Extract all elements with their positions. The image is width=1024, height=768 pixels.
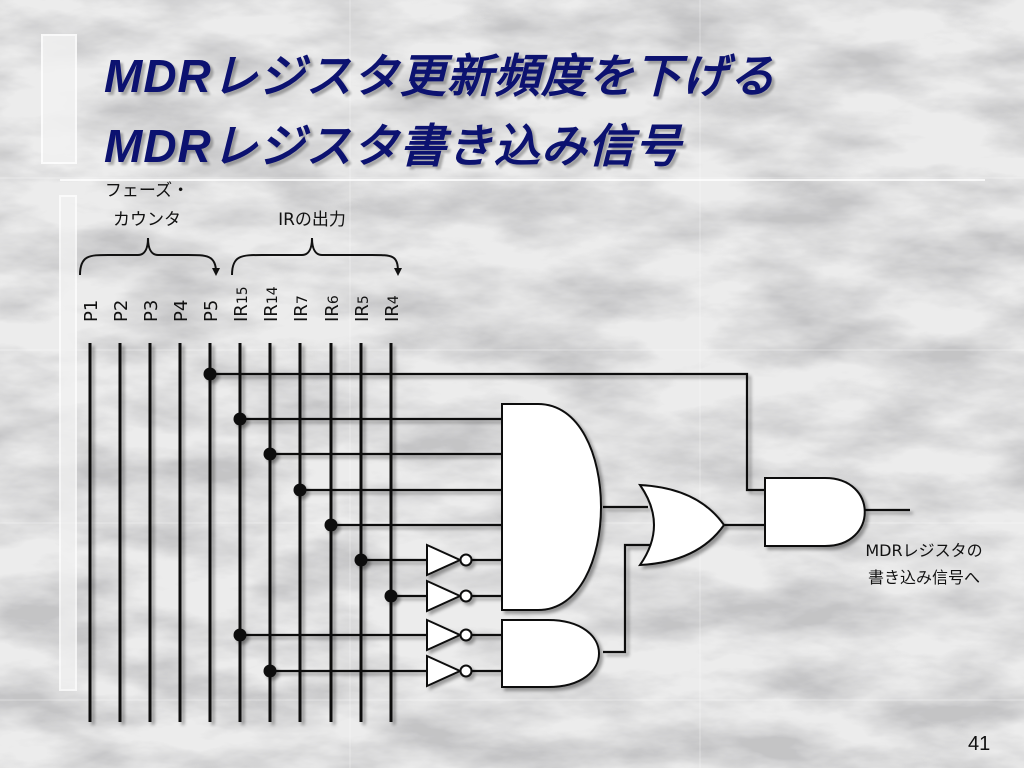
signal-label-ir6: IR6 — [322, 295, 343, 322]
gates — [501, 403, 866, 688]
signal-labels: P1 P2 P3 P4 P5 IR15 IR14 IR7 IR6 IR5 IR4 — [81, 286, 403, 322]
signal-label-p2: P2 — [111, 300, 132, 322]
wire-and2-to-or — [603, 543, 650, 654]
signal-label-p4: P4 — [171, 300, 192, 322]
signal-label-ir7: IR7 — [291, 295, 312, 322]
output-label-line-1: MDRレジスタの — [865, 541, 982, 560]
slide-title-line-1: MDRレジスタ更新頻度を下げる — [104, 50, 776, 102]
output-label-line-2: 書き込み信号へ — [868, 568, 980, 587]
not-gate-ir14 — [426, 654, 473, 688]
signal-label-ir4: IR4 — [382, 295, 403, 322]
not-gate-ir5 — [426, 543, 473, 577]
junction-dots — [203, 367, 398, 678]
signal-label-ir5: IR5 — [352, 295, 373, 322]
signal-label-p1: P1 — [81, 300, 102, 322]
phase-counter-label-line-1: フェーズ・ — [105, 181, 189, 201]
signal-label-p3: P3 — [141, 300, 162, 322]
and-gate-6-input — [501, 403, 602, 611]
tap-wires — [210, 372, 910, 673]
slide-title-line-2: MDRレジスタ書き込み信号 — [104, 120, 682, 172]
ir-output-label: IRの出力 — [278, 210, 346, 230]
page-number: 41 — [968, 733, 991, 755]
and-gate-output — [764, 477, 866, 547]
ir-output-brace — [231, 237, 399, 276]
signal-label-ir15: IR15 — [231, 286, 252, 322]
wire-p5 — [210, 372, 765, 492]
and-gate-2-input — [501, 619, 600, 688]
input-lines — [88, 343, 393, 722]
signal-label-p5: P5 — [201, 300, 222, 322]
signal-label-ir14: IR14 — [261, 286, 282, 322]
or-gate — [638, 483, 726, 567]
not-gate-ir15 — [426, 618, 473, 652]
not-gate-ir4 — [426, 579, 473, 613]
inverters — [426, 543, 473, 688]
phase-counter-brace — [79, 237, 217, 276]
phase-counter-label-line-2: カウンタ — [113, 210, 181, 230]
